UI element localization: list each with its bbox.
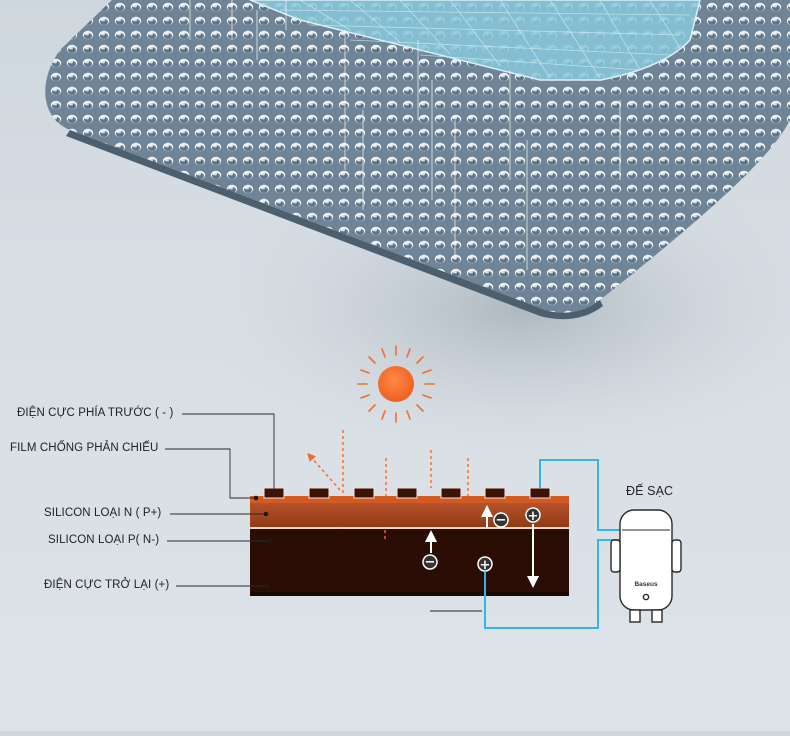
plus-symbol-2: + <box>480 558 491 573</box>
label-silicon-p: SILICON LOẠI P( N-) <box>48 534 160 546</box>
back-electrode-layer <box>250 592 569 596</box>
electron-minus-1 <box>422 554 438 570</box>
anti-reflection-film-layer <box>250 496 569 503</box>
minus-symbol-1: − <box>425 555 436 570</box>
solar-cell-cross-section <box>250 487 569 596</box>
label-charger: ĐẾ SẠC <box>626 484 674 498</box>
silicon-p-layer <box>250 529 569 592</box>
label-front-electrode: ĐIỆN CỰC PHÍA TRƯỚC ( - ) <box>17 407 174 419</box>
label-leader-lines <box>165 413 482 612</box>
charger-brand: Baseus <box>634 581 658 588</box>
charger-device-icon <box>610 509 682 623</box>
minus-symbol-2: − <box>496 513 507 528</box>
label-back-electrode: ĐIỆN CỰC TRỞ LẠI (+) <box>44 579 170 591</box>
sun-icon <box>357 345 435 423</box>
label-anti-reflection-film: FILM CHỐNG PHẢN CHIẾU <box>10 442 159 454</box>
label-silicon-n: SILICON LOẠI N ( P+) <box>44 507 162 519</box>
electron-minus-2 <box>493 512 509 528</box>
plus-symbol-1: + <box>528 509 539 524</box>
front-electrode-contacts <box>263 487 551 499</box>
hole-plus-2 <box>477 556 493 572</box>
hole-plus-1 <box>525 507 541 523</box>
circuit-wires <box>484 459 620 629</box>
solar-panel <box>45 0 790 320</box>
silicon-n-layer <box>250 503 569 527</box>
